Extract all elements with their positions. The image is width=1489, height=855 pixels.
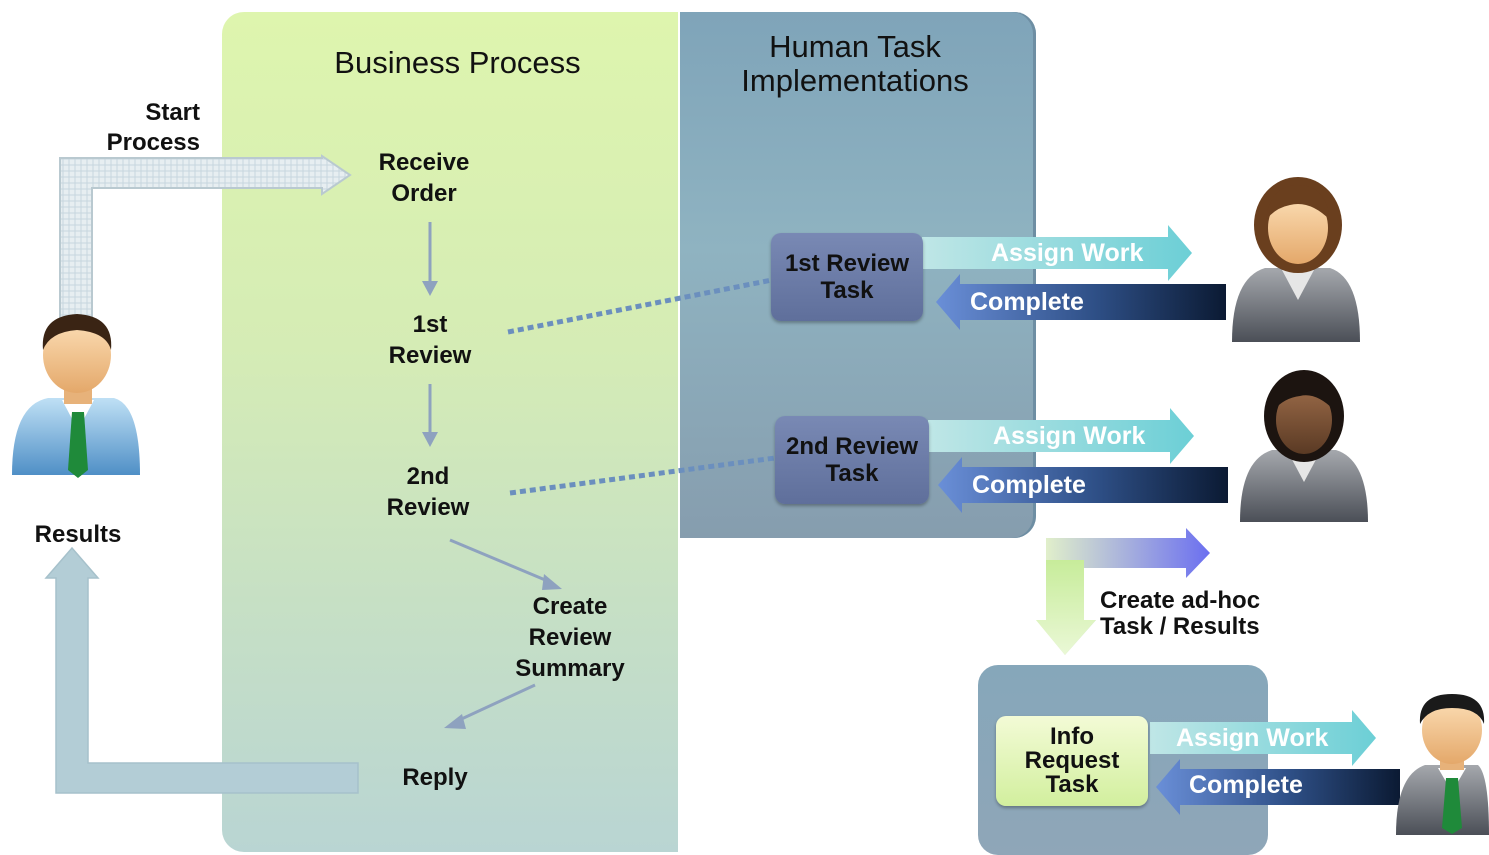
- row3-arrows: [1150, 710, 1400, 815]
- adhoc-label: Create ad-hoc Task / Results: [1100, 587, 1261, 640]
- start-process-label: Start Process: [106, 99, 200, 156]
- dotted-connectors: [507, 277, 776, 496]
- requester-avatar: [12, 314, 140, 478]
- step-create-review-summary: Create Review Summary: [515, 593, 625, 682]
- results-arrow: [44, 546, 359, 794]
- row1-arrows: [922, 225, 1226, 330]
- business-process-panel: [222, 12, 678, 852]
- step-second-review: 2nd Review: [386, 463, 470, 521]
- step-receive-order: Receive Order: [378, 149, 470, 207]
- first-review-task[interactable]: 1st Review Task: [771, 233, 923, 321]
- complete-label-3: Complete: [1189, 771, 1303, 799]
- complete-label-2: Complete: [972, 471, 1086, 499]
- step-first-review: 1st Review: [388, 311, 472, 369]
- human-task-title: Human Task Implementations: [741, 29, 969, 98]
- reviewer-2-avatar: [1240, 370, 1368, 522]
- info-provider-avatar: [1396, 694, 1489, 835]
- assign-work-label-1: Assign Work: [991, 239, 1144, 267]
- second-review-task[interactable]: 2nd Review Task: [775, 416, 929, 504]
- business-process-title: Business Process: [334, 45, 581, 80]
- info-request-task[interactable]: Info Request Task: [996, 716, 1148, 806]
- reviewer-1-avatar: [1232, 177, 1360, 342]
- assign-work-label-2: Assign Work: [993, 422, 1146, 450]
- complete-label-1: Complete: [970, 288, 1084, 316]
- start-process-arrow: [59, 154, 352, 319]
- row2-arrows: [928, 408, 1228, 513]
- adhoc-arrow: [1036, 528, 1210, 655]
- step-reply: Reply: [402, 764, 468, 791]
- results-label: Results: [34, 521, 122, 548]
- assign-work-label-3: Assign Work: [1176, 724, 1329, 752]
- process-flow-arrows: [422, 222, 562, 729]
